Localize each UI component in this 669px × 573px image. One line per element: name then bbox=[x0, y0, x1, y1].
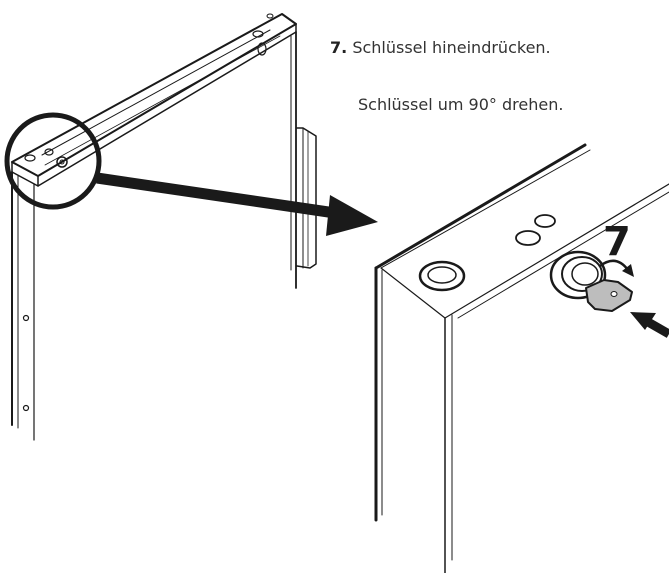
callout-number: 7 bbox=[603, 219, 631, 265]
instruction-second-line: Schlüssel um 90° drehen. bbox=[358, 95, 564, 114]
push-arrow bbox=[630, 312, 669, 338]
step-number: 7. bbox=[330, 38, 348, 57]
detail-circle bbox=[4, 112, 102, 210]
step-text: Schlüssel hineindrücken. bbox=[352, 38, 551, 57]
instruction-step: 7. Schlüssel hineindrücken. bbox=[330, 38, 551, 58]
cabinet-overview bbox=[11, 13, 317, 441]
pointer-arrow bbox=[96, 172, 378, 236]
cabinet-detail bbox=[374, 143, 669, 573]
